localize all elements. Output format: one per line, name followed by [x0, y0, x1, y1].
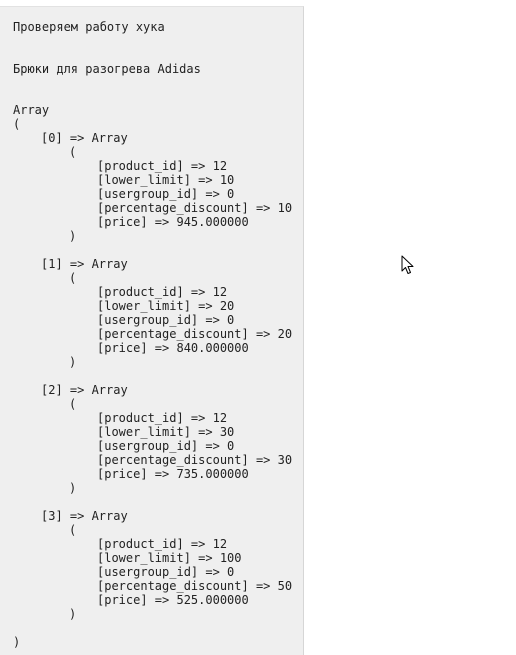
array-field: [usergroup_id] => 0: [97, 565, 235, 579]
mouse-pointer-icon: [401, 255, 414, 274]
array-field: [percentage_discount] => 30: [97, 453, 293, 467]
array-open-paren: (: [13, 117, 21, 131]
array-close-paren: ): [13, 635, 21, 649]
array-field: [price] => 525.000000: [97, 593, 249, 607]
array-label: Array: [13, 103, 50, 117]
array-entry-index: [2] => Array: [41, 383, 128, 397]
array-field: [lower_limit] => 100: [97, 551, 242, 565]
array-field: [percentage_discount] => 50: [97, 579, 293, 593]
hook-message: Проверяем работу хука: [13, 20, 165, 34]
array-entry-open: (: [69, 145, 77, 159]
array-field: [usergroup_id] => 0: [97, 313, 235, 327]
array-field: [product_id] => 12: [97, 159, 228, 173]
array-entry-close: ): [69, 355, 77, 369]
array-field: [lower_limit] => 20: [97, 299, 235, 313]
array-entry-index: [0] => Array: [41, 131, 128, 145]
array-entry-index: [3] => Array: [41, 509, 128, 523]
product-name: Брюки для разогрева Adidas: [13, 62, 201, 76]
array-field: [product_id] => 12: [97, 285, 228, 299]
array-field: [price] => 735.000000: [97, 467, 249, 481]
array-field: [price] => 945.000000: [97, 215, 249, 229]
array-entry-close: ): [69, 481, 77, 495]
array-entry-close: ): [69, 607, 77, 621]
array-field: [price] => 840.000000: [97, 341, 249, 355]
array-field: [product_id] => 12: [97, 537, 228, 551]
array-field: [percentage_discount] => 20: [97, 327, 293, 341]
array-entry-open: (: [69, 523, 77, 537]
debug-output-panel: Проверяем работу хука Брюки для разогрев…: [0, 6, 304, 655]
array-entry-index: [1] => Array: [41, 257, 128, 271]
array-field: [lower_limit] => 10: [97, 173, 235, 187]
array-field: [usergroup_id] => 0: [97, 439, 235, 453]
array-field: [product_id] => 12: [97, 411, 228, 425]
array-field: [lower_limit] => 30: [97, 425, 235, 439]
array-entry-open: (: [69, 397, 77, 411]
array-entry-open: (: [69, 271, 77, 285]
array-field: [usergroup_id] => 0: [97, 187, 235, 201]
array-entry-close: ): [69, 229, 77, 243]
array-field: [percentage_discount] => 10: [97, 201, 293, 215]
